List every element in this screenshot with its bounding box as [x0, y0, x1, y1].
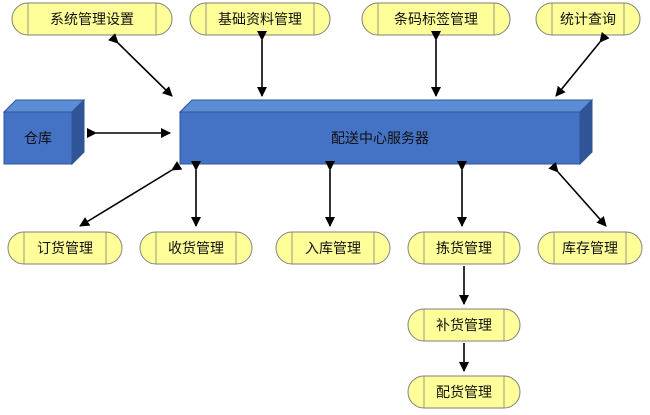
node-inbound-mgmt: 入库管理: [275, 231, 391, 265]
arrow-stats-query-server: [555, 31, 610, 97]
node-picking-mgmt-label: 拣货管理: [436, 240, 492, 257]
node-inbound-mgmt-shape: [275, 231, 391, 265]
arrow-server-order: [79, 161, 183, 227]
node-picking-mgmt: 拣货管理: [407, 231, 521, 265]
node-inbound-mgmt-label: 入库管理: [305, 241, 361, 257]
warehouse-box-front: [3, 111, 73, 165]
node-barcode-label: 条码标签管理: [361, 2, 511, 36]
node-order-mgmt: 订货管理: [7, 231, 123, 265]
warehouse-label: 仓库: [24, 131, 52, 147]
server-box-front: [179, 111, 581, 165]
node-stats-query: 统计查询: [535, 2, 641, 36]
node-replenish-mgmt-label: 补货管理: [436, 317, 492, 334]
node-system-settings-shape: [11, 2, 173, 36]
arrow-system-settings-server: [108, 33, 173, 97]
node-barcode-label-label: 条码标签管理: [394, 11, 478, 28]
warehouse-box-side: [71, 98, 85, 166]
node-basic-data: 基础资料管理: [189, 2, 331, 36]
node-receiving-mgmt: 收货管理: [139, 231, 253, 265]
node-receiving-mgmt-label: 收货管理: [168, 240, 224, 257]
node-basic-data-label: 基础资料管理: [218, 11, 302, 28]
node-receiving-mgmt-shape: [139, 231, 253, 265]
arrow-server-inventory: [548, 161, 607, 227]
node-distribution-mgmt-shape: [407, 375, 521, 409]
node-order-mgmt-label: 订货管理: [37, 240, 93, 257]
server-box-side: [579, 98, 593, 166]
node-system-settings-label: 系统管理设置: [50, 12, 134, 28]
node-distribution-mgmt-label: 配货管理: [436, 384, 492, 401]
node-system-settings: 系统管理设置: [11, 2, 173, 36]
server-box-top: [178, 99, 594, 113]
node-distribution-mgmt: 配货管理: [407, 375, 521, 409]
server-label: 配送中心服务器: [331, 131, 429, 147]
node-inventory-mgmt-shape: [537, 231, 643, 265]
node-inventory-mgmt: 库存管理: [537, 231, 643, 265]
warehouse-box: 仓库: [2, 98, 86, 166]
node-replenish-mgmt-shape: [407, 308, 521, 342]
node-stats-query-label: 统计查询: [560, 12, 616, 28]
node-order-mgmt-shape: [7, 231, 123, 265]
server-box: 配送中心服务器: [178, 98, 594, 166]
node-inventory-mgmt-label: 库存管理: [562, 241, 618, 257]
warehouse-box-top: [2, 99, 86, 113]
arrows: [79, 31, 610, 372]
node-picking-mgmt-shape: [407, 231, 521, 265]
node-replenish-mgmt: 补货管理: [407, 308, 521, 342]
